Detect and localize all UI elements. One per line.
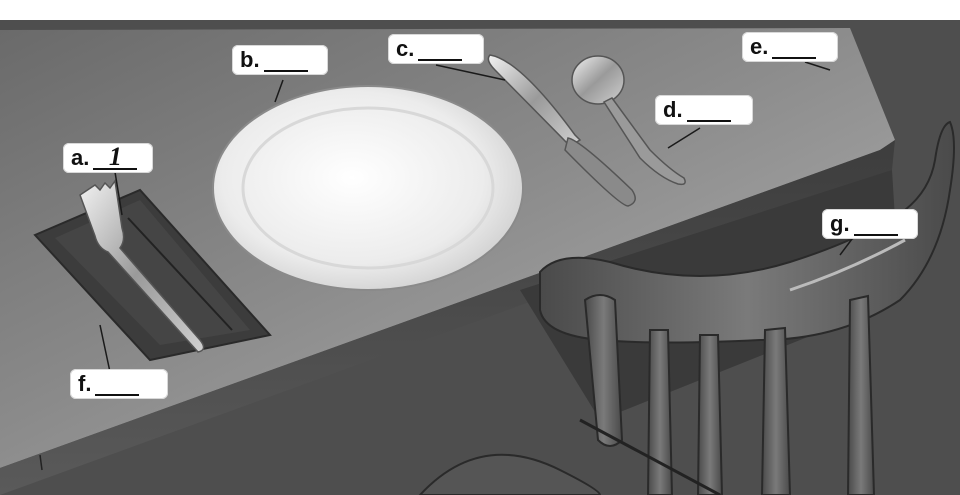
label-c: c. [388,34,484,64]
label-letter: d. [663,97,683,123]
label-letter: g. [830,211,850,237]
answer-field[interactable] [854,212,898,236]
label-f: f. [70,369,168,399]
plate [213,86,523,290]
answer-field[interactable] [95,372,139,396]
label-letter: f. [78,371,91,397]
label-letter: c. [396,36,414,62]
label-letter: a. [71,145,89,171]
answer-field[interactable] [418,37,462,61]
answer-field[interactable]: 1 [93,146,137,170]
label-e: e. [742,32,838,62]
label-letter: b. [240,47,260,73]
answer-field[interactable] [687,98,731,122]
label-b: b. [232,45,328,75]
answer-field[interactable] [772,35,816,59]
label-d: d. [655,95,753,125]
label-a: a. 1 [63,143,153,173]
label-g: g. [822,209,918,239]
label-letter: e. [750,34,768,60]
answer-field[interactable] [264,48,308,72]
